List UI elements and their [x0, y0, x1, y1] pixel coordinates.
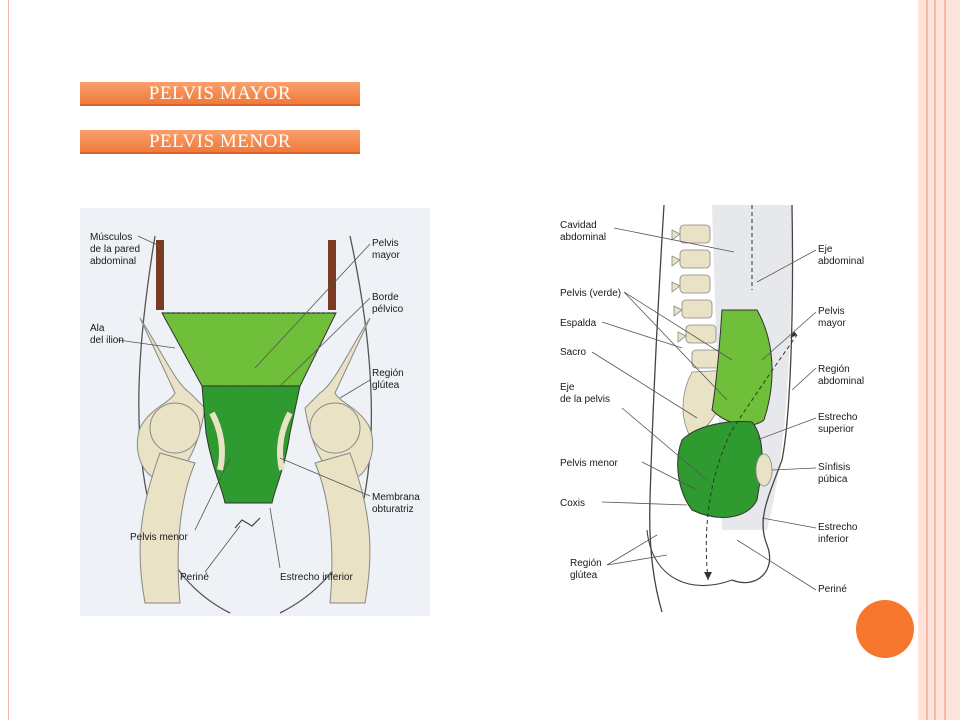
left-frame-border	[0, 0, 9, 720]
label-pelvis-menor: Pelvis menor	[130, 532, 188, 543]
label-perine: Periné	[180, 572, 209, 583]
pelvis-menor-region	[201, 385, 301, 504]
label-coxis: Coxis	[560, 498, 585, 509]
pelvis-mayor-region	[711, 309, 773, 426]
pubic-symphysis	[755, 453, 773, 487]
abdominal-muscle-right	[328, 240, 336, 310]
label-estrecho-inferior: Estrecho inferior	[280, 572, 353, 583]
femoral-head-right	[309, 402, 361, 454]
femoral-head-left	[149, 402, 201, 454]
decorative-circle	[856, 600, 914, 658]
pelvis-menor-button[interactable]: PELVIS MENOR	[80, 130, 360, 154]
label-espalda: Espalda	[560, 318, 597, 329]
pelvis-mayor-button[interactable]: PELVIS MAYOR	[80, 82, 360, 106]
lumbar-spine	[671, 224, 723, 369]
abdominal-muscle-left	[156, 240, 164, 310]
right-frame-border	[918, 0, 960, 720]
label-perine: Periné	[818, 584, 847, 595]
label-pelvis-menor: Pelvis menor	[560, 458, 618, 469]
label-sacro: Sacro	[560, 347, 587, 358]
pelvis-menor-region	[677, 421, 763, 518]
label-pelvis-verde: Pelvis (verde)	[560, 288, 621, 299]
femur-left	[139, 452, 196, 604]
